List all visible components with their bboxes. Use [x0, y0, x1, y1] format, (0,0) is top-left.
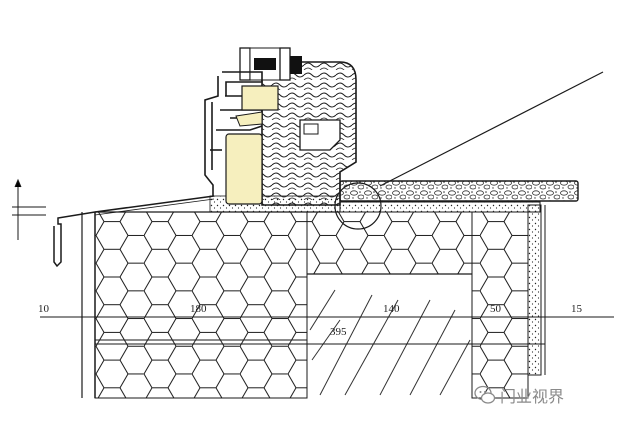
- level-mark-icon: [12, 178, 46, 240]
- dimension-50: 50: [490, 303, 502, 315]
- dimension-10: 10: [38, 303, 50, 315]
- watermark: 门业视界: [474, 382, 564, 408]
- diagonal-reference-line: [379, 71, 604, 187]
- glazing-unit: [239, 47, 302, 81]
- watermark-text: 门业视界: [500, 387, 565, 406]
- dimension-395: 395: [330, 326, 347, 338]
- dimension-180: 180: [190, 303, 207, 315]
- insulation-wall: [94, 211, 529, 399]
- dimension-15: 15: [571, 303, 583, 315]
- detail-callout-circle: [334, 182, 382, 230]
- wechat-logo-icon: [474, 384, 496, 406]
- glass-hatch-area: [309, 289, 471, 396]
- outer-drip-flashing: [53, 195, 215, 268]
- frame-chamber-upper: [241, 85, 279, 111]
- wall-verticals: [81, 212, 473, 398]
- frame-chamber-lower: [225, 133, 263, 205]
- plaster-layer: [527, 204, 542, 376]
- dimension-line: [40, 312, 614, 345]
- dimension-140: 140: [383, 303, 400, 315]
